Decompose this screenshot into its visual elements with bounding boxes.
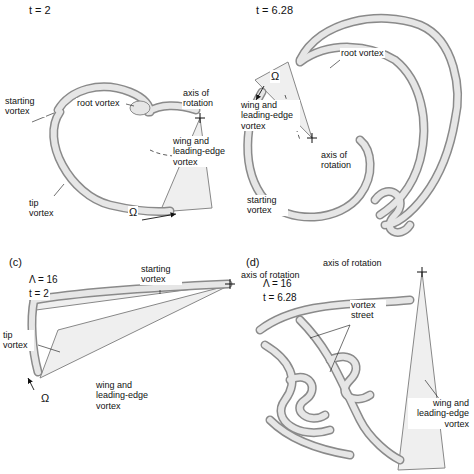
aspect-ratio-label: Λ = 16 [262,278,293,290]
vortex-label: starting vortex [4,96,46,117]
axis-label: axis of rotation [182,88,224,109]
rotation-symbol: Ω [128,206,138,219]
wing-label: wing and leading-edge vortex [95,380,157,411]
axis-label: axis of rotation [320,150,362,171]
wing-label: wing and leading-edge vortex [408,398,470,429]
time-label: t = 6.28 [262,292,298,304]
vortex-label: starting vortex [140,264,182,285]
axis-label: axis of rotation [322,258,383,268]
time-label: t = 2 [28,288,50,300]
wing-label: wing and leading-edge vortex [240,100,300,131]
time-label: t = 6.28 [255,4,294,17]
aspect-ratio-label: Λ = 16 [28,274,59,286]
rotation-symbol: Ω [40,392,50,405]
panel-letter: (c) [8,256,23,269]
rotation-symbol: Ω [270,70,280,83]
panel-letter: (d) [245,256,260,269]
time-label: t = 2 [28,4,52,17]
vortex-label: root vortex [340,48,385,58]
wing-label: wing and leading-edge vortex [172,136,234,167]
vortex-label: tip vortex [2,330,34,351]
vortex-label: vortex street [350,300,386,321]
vortex-label: starting vortex [246,195,288,216]
vortex-label: tip vortex [28,198,60,219]
vortex-label: root vortex [76,98,121,108]
